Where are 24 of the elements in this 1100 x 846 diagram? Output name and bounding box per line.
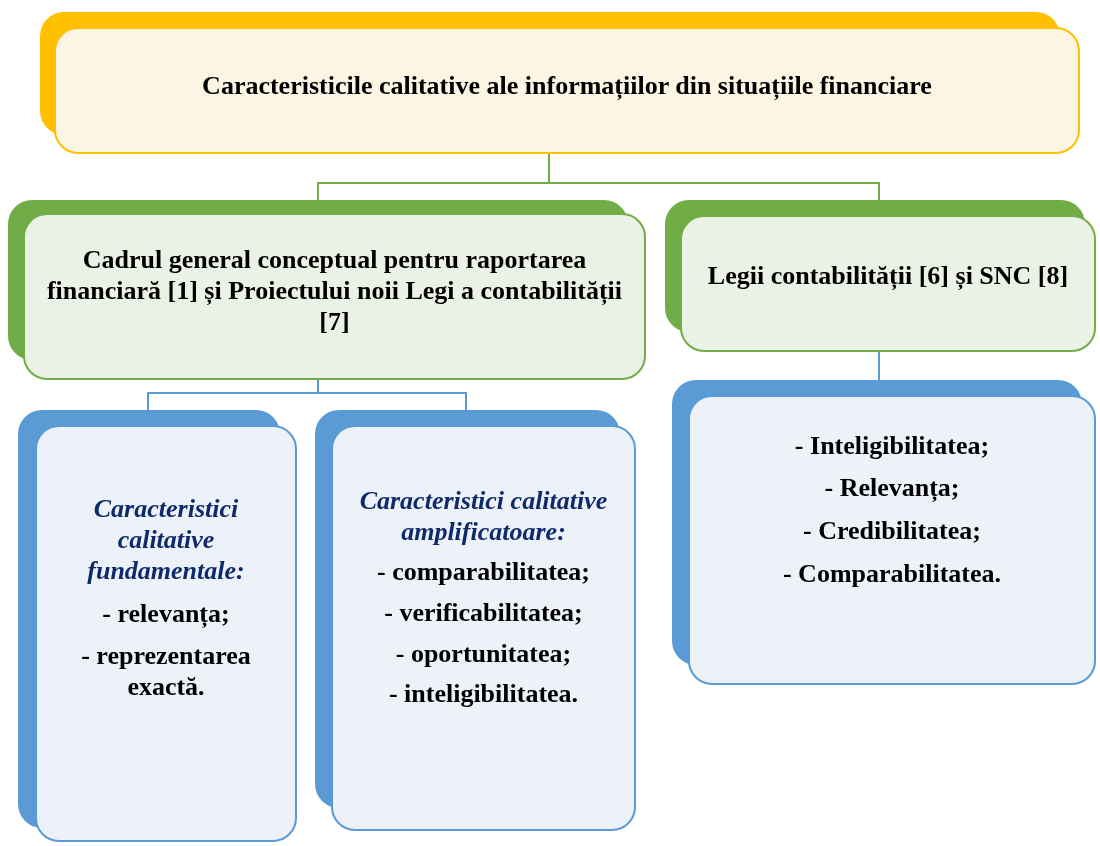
list-item: - Credibilitatea; bbox=[803, 516, 981, 547]
list-item: - verificabilitatea; bbox=[384, 598, 583, 629]
box-text: Cadrul general conceptual pentru raportarea financiară [1] și Proiectului noii Legi a contabilității [7] bbox=[45, 245, 624, 338]
rounded-box bbox=[8, 200, 646, 380]
rounded-box bbox=[315, 410, 636, 831]
connector-line bbox=[317, 379, 467, 411]
rounded-box bbox=[40, 12, 1080, 154]
box-text: Caracteristicile calitative ale informațiilor din situațiile financiare bbox=[202, 71, 932, 102]
list-item: - comparabilitatea; bbox=[377, 557, 590, 588]
heading-text: Caracteristici calitative amplificatoare: bbox=[358, 486, 609, 548]
list-item: - inteligibilitatea. bbox=[388, 679, 579, 710]
list-item: - Inteligibilitatea; bbox=[794, 430, 990, 462]
list-item: - oportunitatea; bbox=[395, 638, 572, 670]
rounded-box bbox=[672, 380, 1096, 685]
list-item: - reprezentarea exactă. bbox=[80, 641, 252, 703]
rounded-box bbox=[665, 200, 1096, 352]
connector-line bbox=[548, 153, 880, 201]
box-text: Legii contabilității [6] și SNC [8] bbox=[707, 261, 1069, 292]
list-item: - Relevanța; bbox=[824, 473, 960, 504]
connector-line bbox=[878, 351, 880, 381]
heading-text: Caracteristici calitative fundamentale: bbox=[86, 494, 246, 587]
list-item: - relevanța; bbox=[102, 598, 230, 630]
list-item: - Comparabilitatea. bbox=[782, 558, 1002, 590]
rounded-box bbox=[18, 410, 297, 842]
